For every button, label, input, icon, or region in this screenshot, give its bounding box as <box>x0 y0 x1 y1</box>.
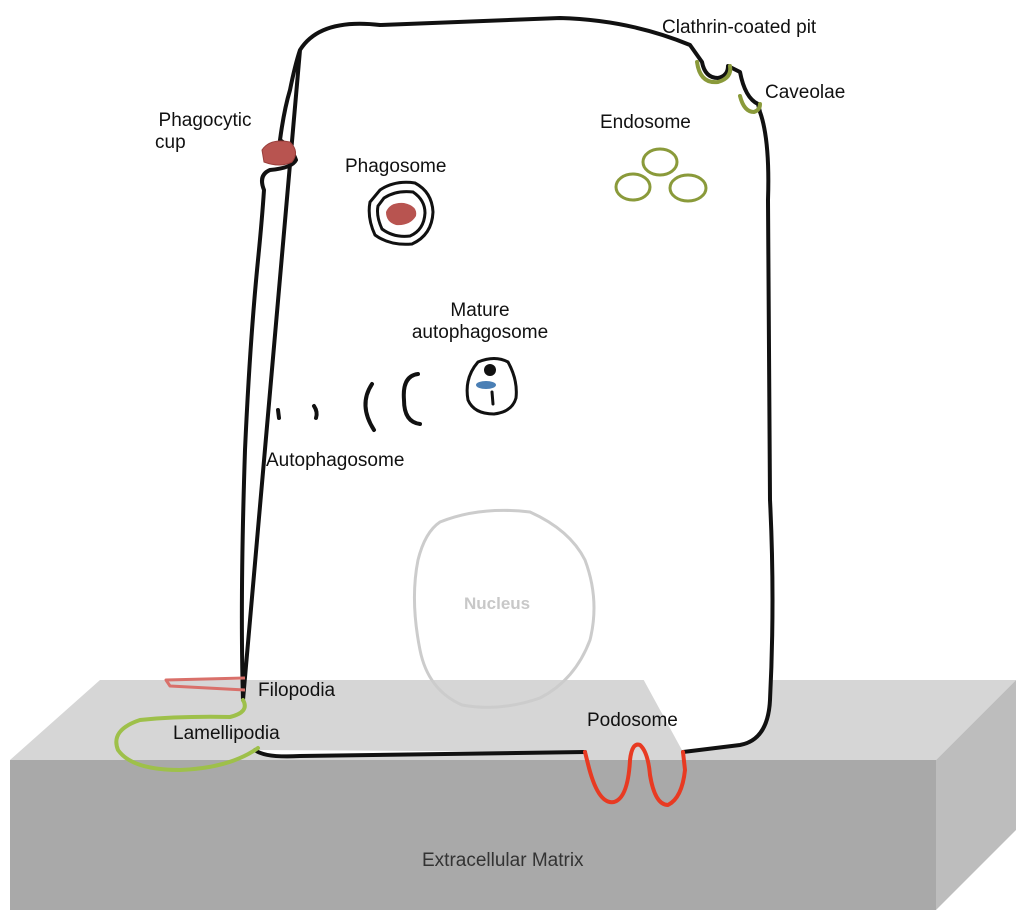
phagocytic-cup-label-line2: cup <box>155 132 186 153</box>
nucleus-label: Nucleus <box>464 594 531 613</box>
phagophore-4 <box>401 372 422 426</box>
mature-autophagosome-label-line1: Mature <box>450 300 510 321</box>
clathrin-coated-pit-label: Clathrin-coated pit <box>662 17 817 38</box>
phagocytic-cup-cargo <box>261 140 296 166</box>
phagosome-label: Phagosome <box>345 156 447 177</box>
extracellular-matrix-label: Extracellular Matrix <box>422 850 584 871</box>
matrix-side-face <box>936 680 1016 910</box>
endosome-vesicle-right <box>668 173 708 203</box>
phagophore-1 <box>276 408 281 420</box>
endosome-label: Endosome <box>600 112 691 133</box>
phagocytic-cup-label: Phagocytic cup <box>155 110 255 154</box>
autophagosome-label: Autophagosome <box>266 450 405 471</box>
autophagosome-cargo-blue <box>476 381 496 389</box>
mature-autophagosome-label: Mature autophagosome <box>395 300 565 344</box>
phagophore-3 <box>363 382 376 432</box>
phagosome-cargo <box>386 202 417 226</box>
podosome-shape <box>583 742 687 807</box>
nucleus-shape <box>412 508 596 709</box>
filopodia-shape <box>164 676 246 692</box>
mature-autophagosome-label-line2: autophagosome <box>411 322 549 343</box>
autophagosome-cargo-dark <box>484 364 496 376</box>
caveolae-shape <box>738 94 762 115</box>
caveolae-label: Caveolae <box>765 82 846 103</box>
endosome-vesicle-top <box>641 147 679 177</box>
matrix-front-face <box>10 760 936 910</box>
phagocytic-cup-label-line1: Phagocytic <box>158 110 252 131</box>
lamellipodia-label: Lamellipodia <box>173 723 280 744</box>
phagosome-inner-membrane <box>376 190 427 238</box>
podosome-label: Podosome <box>587 710 678 731</box>
endosome-vesicle-left <box>614 172 652 202</box>
filopodia-label: Filopodia <box>258 680 336 701</box>
clathrin-coated-pit-shape <box>695 60 733 85</box>
autophagosome-cargo-stroke <box>490 390 495 406</box>
phagosome-outer-membrane <box>367 180 435 246</box>
lamellipodia-shape <box>114 698 260 773</box>
phagophore-2 <box>312 404 319 420</box>
